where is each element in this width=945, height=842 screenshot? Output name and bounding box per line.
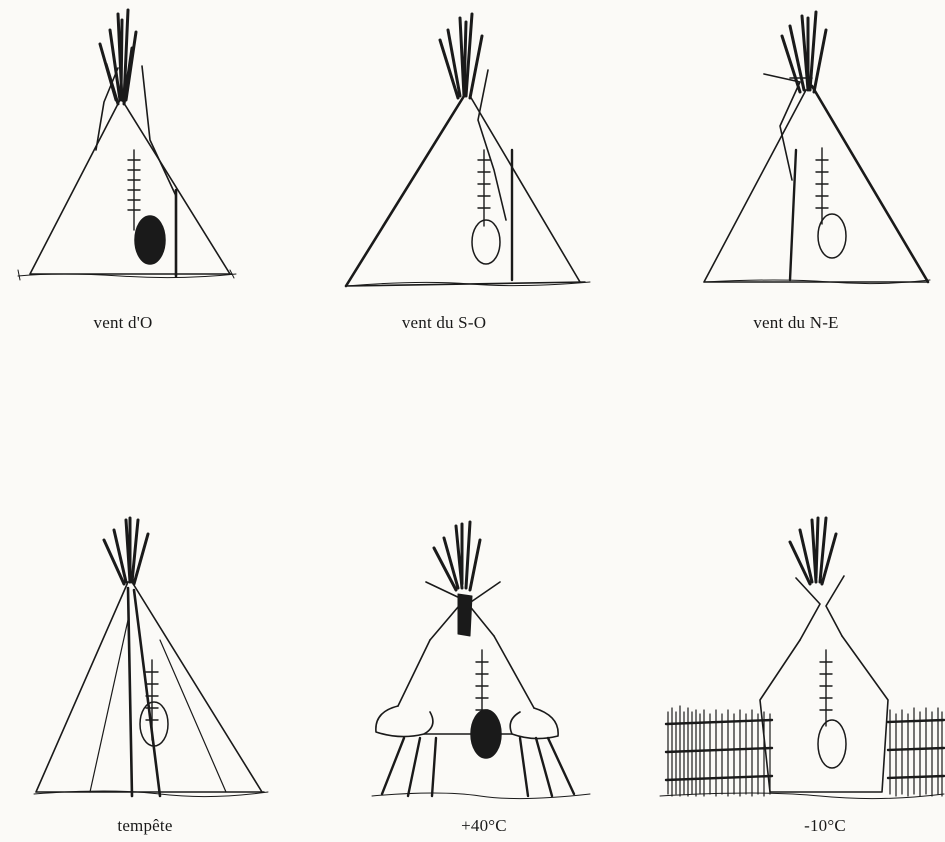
lacing-pins	[128, 150, 140, 230]
tipi-poles	[790, 518, 836, 584]
tipi-cover	[812, 86, 928, 282]
tipi-northeast-wind	[704, 12, 930, 284]
tipi-cold-weather	[660, 518, 944, 799]
tipi-cover	[346, 96, 464, 286]
smoke-flap-right	[468, 582, 500, 636]
tipi-cover	[30, 100, 232, 274]
rolled-cover-left	[376, 706, 433, 737]
tipi-southwest-wind	[346, 14, 590, 286]
lacing-pins	[820, 650, 832, 726]
tipi-cover	[398, 636, 534, 708]
ground-grass	[18, 270, 236, 280]
ground-grass	[372, 793, 590, 799]
door-closed	[135, 216, 165, 264]
caption-west-wind: vent d'O	[23, 313, 223, 333]
tipi-cover	[704, 90, 928, 282]
caption-storm: tempête	[45, 816, 245, 836]
windbreak-right	[888, 708, 944, 796]
tipi-cover	[760, 636, 888, 792]
windbreak-left	[666, 706, 772, 796]
caption-northeast-wind: vent du N-E	[696, 313, 896, 333]
door-open	[818, 214, 846, 258]
smoke-flap-left	[796, 578, 820, 640]
door-open	[818, 720, 846, 768]
tipi-cover	[36, 582, 264, 792]
smoke-flap	[478, 70, 506, 220]
inner-lining	[90, 620, 226, 792]
tipi-poles	[434, 522, 480, 590]
tipi-west-wind	[18, 10, 236, 280]
door-closed	[471, 710, 501, 758]
flap-pole	[790, 150, 796, 280]
tipi-poles	[104, 518, 148, 584]
black-smoke-flap	[458, 594, 472, 636]
smoke-flap-right	[142, 66, 176, 196]
tipi-cover	[346, 96, 585, 286]
tipi-storm	[34, 518, 268, 797]
smoke-flap-right	[826, 576, 844, 636]
caption-hot: +40°C	[384, 816, 584, 836]
tipi-poles	[440, 14, 482, 98]
tipi-hot-weather	[372, 522, 590, 799]
caption-cold: -10°C	[725, 816, 925, 836]
lacing-pins	[816, 148, 828, 224]
door-open	[472, 220, 500, 264]
lacing-pins	[478, 150, 490, 226]
tipi-poles	[100, 10, 136, 104]
rolled-cover-right	[510, 708, 558, 739]
caption-southwest-wind: vent du S-O	[344, 313, 544, 333]
